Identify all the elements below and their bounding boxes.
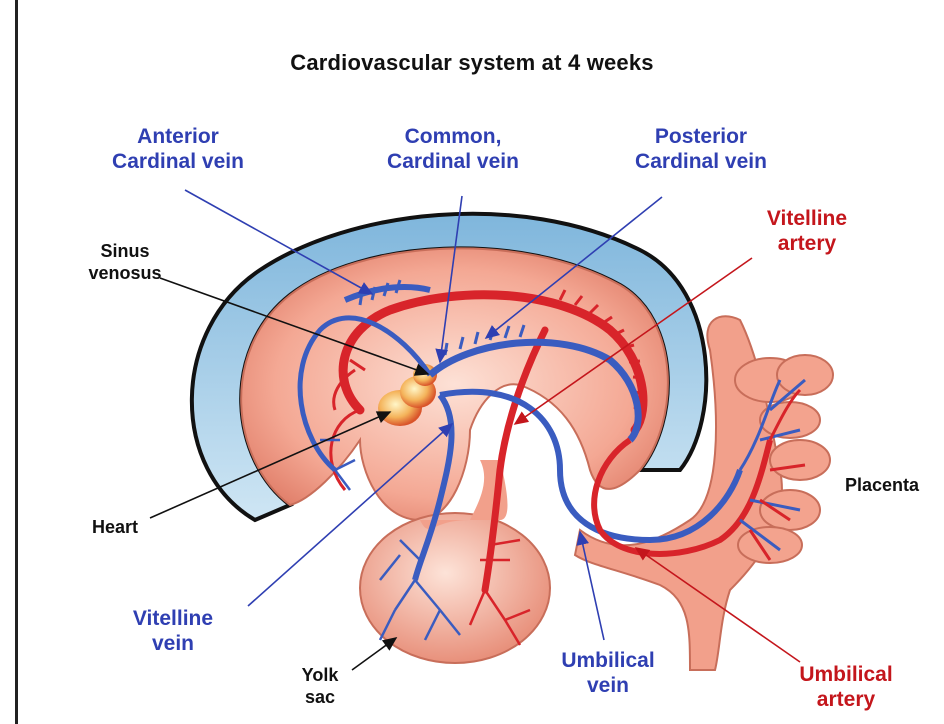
label-common-cardinal-vein: Common,Cardinal vein — [368, 124, 538, 174]
yolk-sac — [360, 513, 550, 663]
label-placenta: Placenta — [832, 474, 932, 496]
pointer-yolk-sac — [352, 638, 396, 670]
label-heart: Heart — [80, 516, 150, 538]
embryo-body — [241, 248, 668, 520]
